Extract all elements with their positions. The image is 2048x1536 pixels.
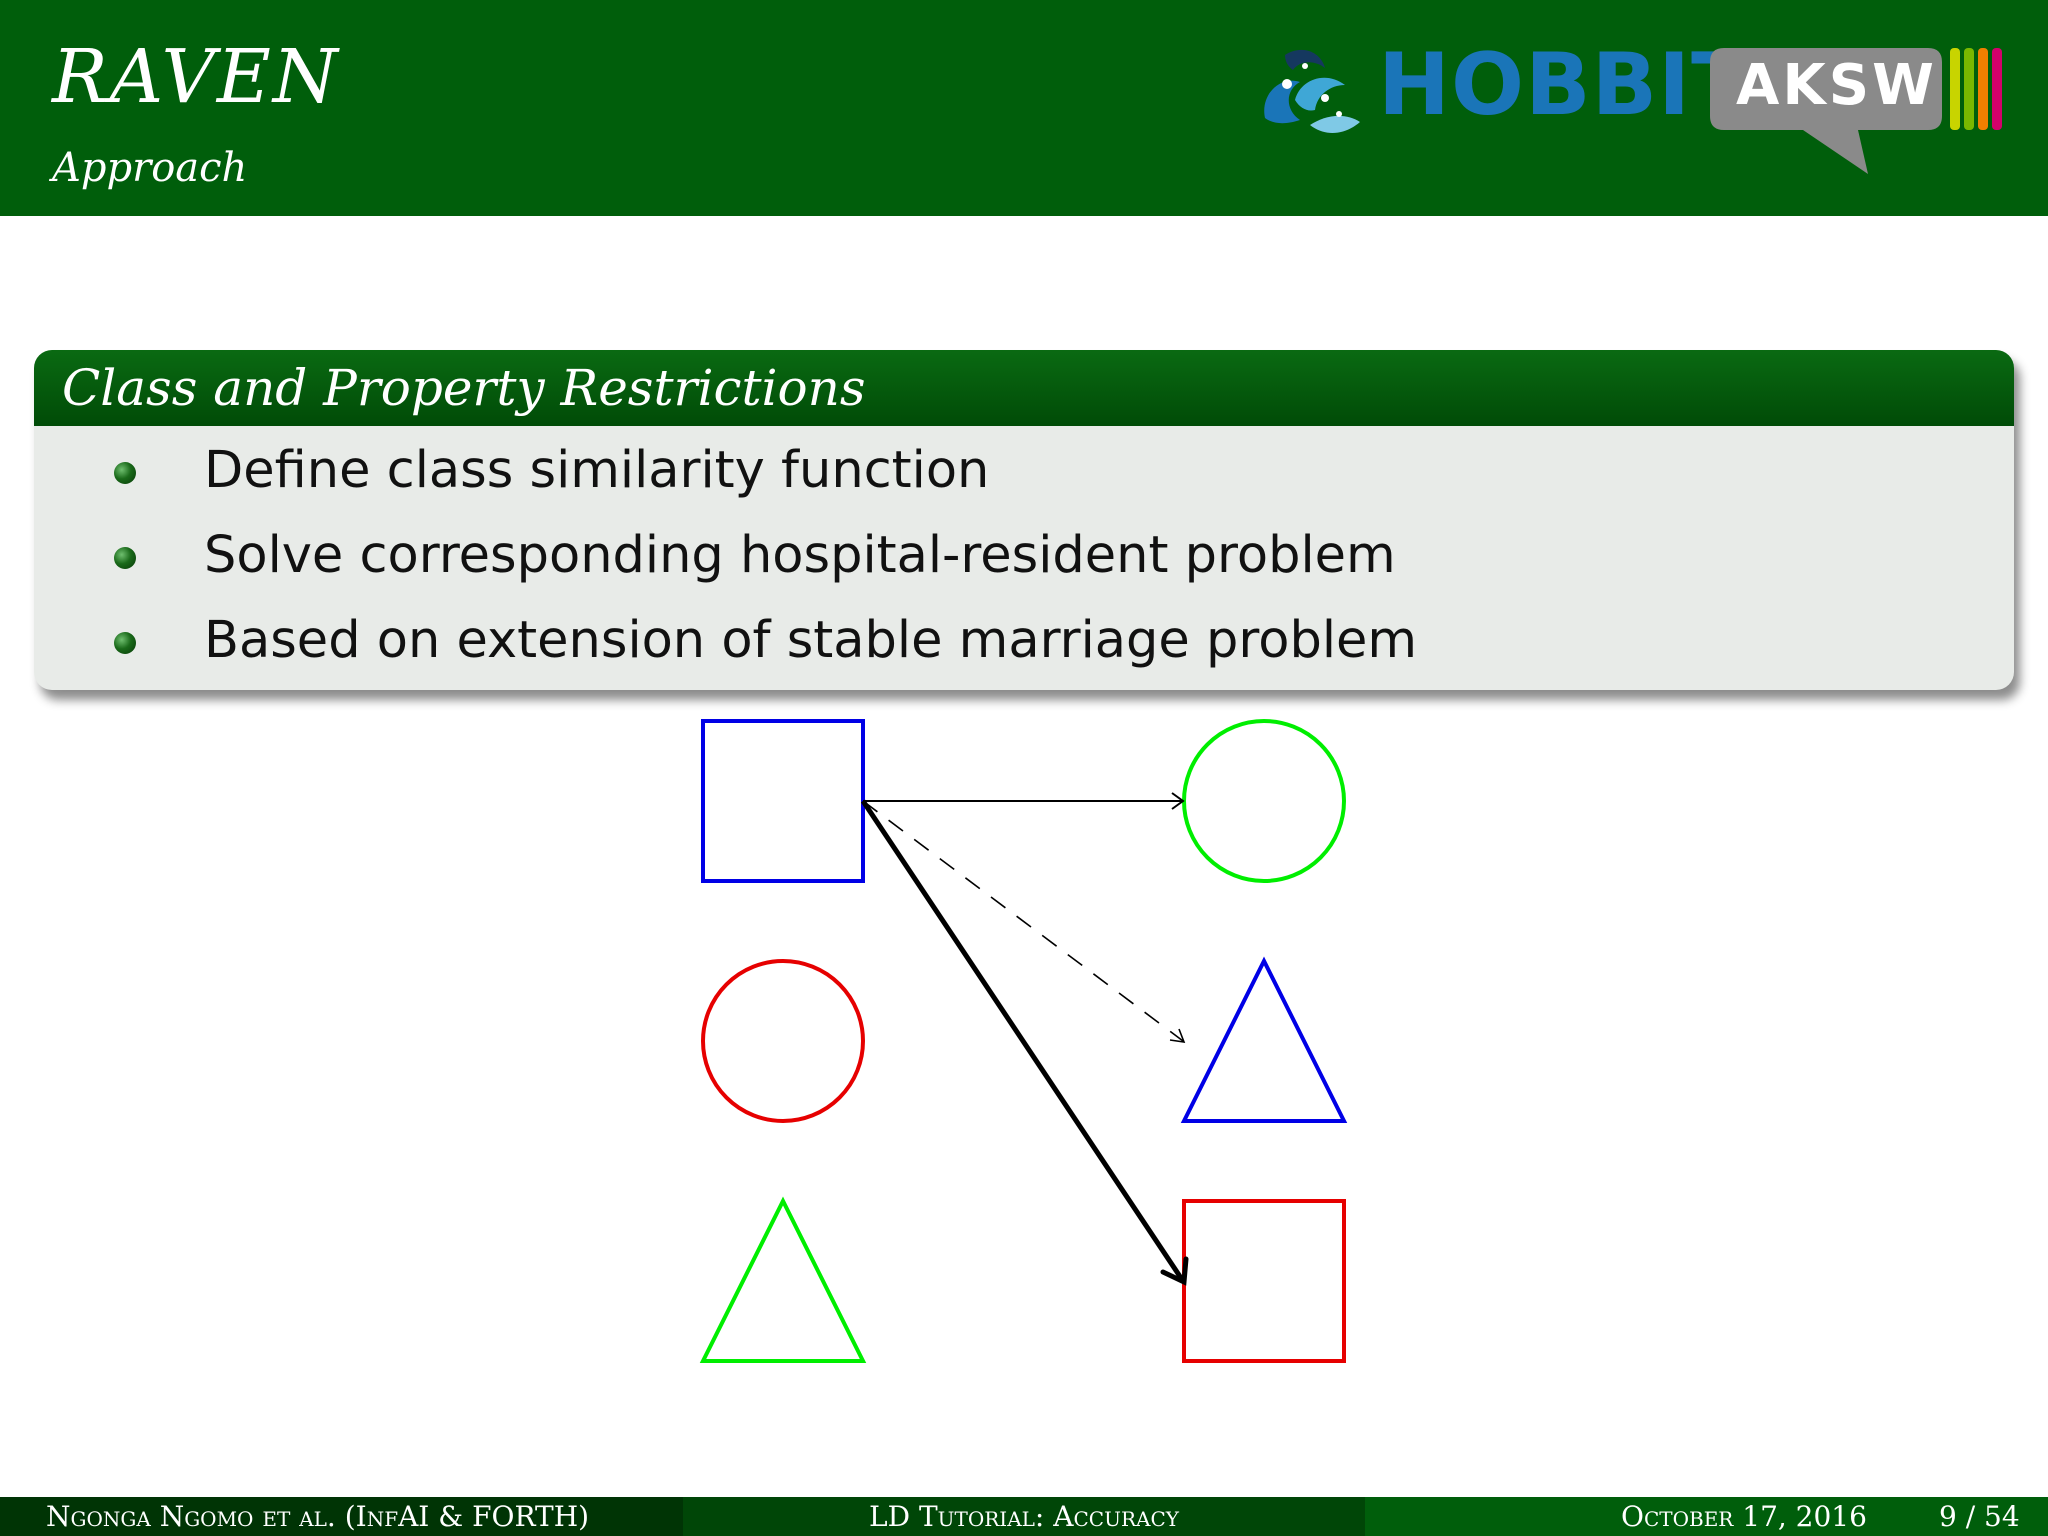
footer-author-segment: Ngonga Ngomo et al. (InfAI & FORTH) — [0, 1497, 683, 1536]
dashed-arrow — [862, 800, 1186, 1043]
hobbit-logo-text: HOBBIT — [1378, 35, 1751, 135]
footer-date-segment: October 17, 2016 9 / 54 — [1365, 1497, 2048, 1536]
bullet-text: Solve corresponding hospital-resident pr… — [204, 526, 1396, 585]
right-square-shape — [1182, 1199, 1346, 1363]
block-title: Class and Property Restrictions — [62, 359, 866, 417]
footer-date: October 17, 2016 — [1621, 1500, 1867, 1533]
footer: Ngonga Ngomo et al. (InfAI & FORTH) LD T… — [0, 1497, 2048, 1536]
restrictions-block: Class and Property Restrictions Define c… — [34, 350, 2014, 690]
aksw-logo-bubble-icon — [1710, 48, 2002, 174]
frame-title: RAVEN — [52, 34, 340, 120]
left-circle-shape — [701, 959, 865, 1123]
bullet-text: Based on extension of stable marriage pr… — [204, 611, 1418, 670]
bullet-text: Define class similarity function — [204, 441, 990, 500]
right-circle-shape — [1182, 719, 1346, 883]
left-square-shape — [701, 719, 865, 883]
footer-author: Ngonga Ngomo et al. (InfAI & FORTH) — [46, 1500, 590, 1533]
matching-diagram — [699, 719, 1348, 1363]
hobbit-logo-mark-icon — [1264, 49, 1360, 133]
thin-arrow — [863, 792, 1185, 810]
aksw-logo-text: AKSW — [1736, 53, 1937, 118]
right-triangle-shape — [1180, 956, 1348, 1123]
frame-subtitle: Approach — [52, 145, 248, 191]
block-title-bar: Class and Property Restrictions — [34, 350, 2014, 426]
footer-page-number: 9 / 54 — [1939, 1500, 2020, 1533]
bullet-icon — [114, 547, 136, 569]
footer-title-segment: LD Tutorial: Accuracy — [683, 1497, 1365, 1536]
bullet-icon — [114, 632, 136, 654]
footer-talk-title: LD Tutorial: Accuracy — [869, 1500, 1179, 1533]
bullet-icon — [114, 462, 136, 484]
bold-arrow — [860, 799, 1189, 1286]
frame-header: RAVEN Approach HOBBIT AKSW — [0, 0, 2048, 216]
left-triangle-shape — [699, 1196, 867, 1363]
